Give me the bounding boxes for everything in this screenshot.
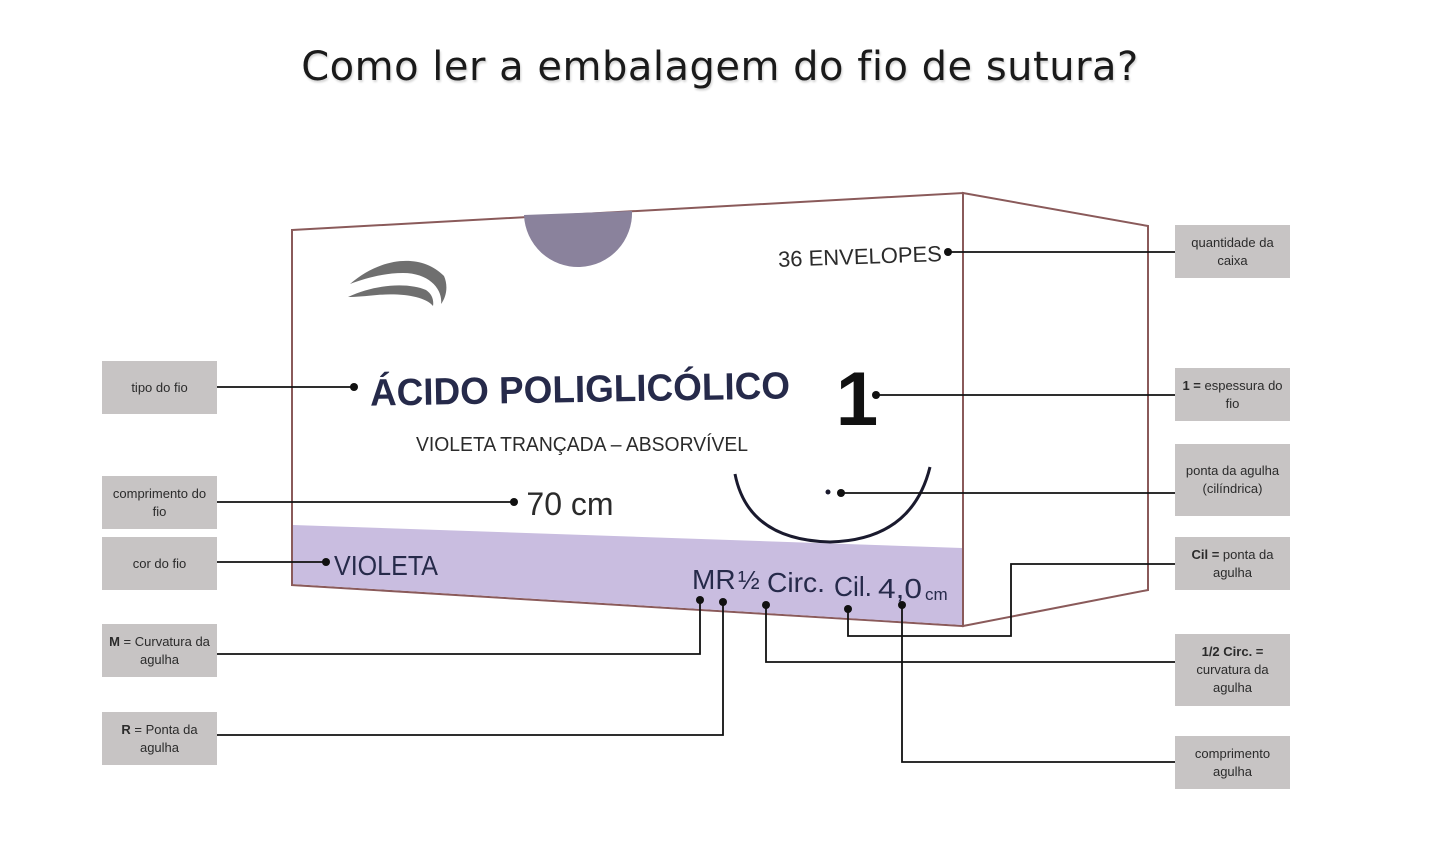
dot-espessura	[872, 391, 880, 399]
dot-m	[696, 596, 704, 604]
needle-length-value: 4,0	[878, 573, 922, 604]
color-band	[293, 525, 962, 625]
needle-circ-fraction: ½	[738, 565, 760, 595]
label-rest: espessura do fio	[1200, 377, 1283, 411]
label-r-ponta: R = Ponta da agulha	[102, 712, 217, 765]
label-text: tipo do fio	[131, 379, 188, 395]
leader-r	[217, 602, 724, 736]
label-text: 1/2 Circ. = curvatura da agulha	[1181, 643, 1284, 697]
label-text: comprimento do fio	[112, 485, 207, 519]
label-rest: ponta da agulha	[1212, 546, 1274, 580]
leader-comp-agulha	[901, 605, 1175, 763]
label-text: 1 = espessura do fio	[1181, 377, 1284, 413]
dot-cil	[844, 605, 852, 613]
gauge-number: 1	[836, 357, 878, 442]
label-text: R = Ponta da agulha	[108, 721, 211, 757]
envelopes-count: 36 ENVELOPES	[778, 241, 943, 272]
label-tipo-do-fio: tipo do fio	[102, 361, 217, 414]
product-name: ÁCIDO POLIGLICÓLICO	[370, 363, 791, 414]
box-notch	[524, 211, 633, 268]
needle-length-unit: cm	[925, 585, 948, 604]
leader-circ	[765, 605, 1175, 663]
product-subtitle: VIOLETA TRANÇADA – ABSORVÍVEL	[416, 433, 748, 456]
label-ponta-agulha: ponta da agulha (cilíndrica)	[1175, 444, 1290, 516]
label-bold: Cil =	[1191, 546, 1220, 562]
label-text: quantidade da caixa	[1191, 234, 1274, 268]
label-quantidade-caixa: quantidade da caixa	[1175, 225, 1290, 278]
label-cil: Cil = ponta da agulha	[1175, 537, 1290, 590]
label-rest: curvatura da agulha	[1196, 662, 1269, 695]
dot-circ	[762, 601, 770, 609]
label-text: M = Curvatura da agulha	[108, 633, 211, 669]
thread-length: 70 cm	[526, 486, 613, 522]
label-espessura: 1 = espessura do fio	[1175, 368, 1290, 421]
label-comprimento-agulha: comprimento agulha	[1175, 736, 1290, 789]
dot-comprimento-fio	[510, 498, 518, 506]
label-rest: = Ponta da agulha	[130, 721, 198, 755]
needle-point-dot	[825, 489, 831, 495]
box-front-face	[291, 191, 964, 628]
page-title: Como ler a embalagem do fio de sutura?	[301, 44, 1139, 90]
dot-cor	[322, 558, 330, 566]
box-side-face	[962, 191, 1149, 628]
label-meia-circ: 1/2 Circ. = curvatura da agulha	[1175, 634, 1290, 706]
dot-r	[719, 598, 727, 606]
needle-tip-code: Cil.	[834, 571, 872, 602]
label-bold: 1/2 Circ. =	[1201, 644, 1264, 659]
needle-circ-word: Circ.	[767, 567, 825, 598]
needle-code: MR	[692, 564, 736, 595]
label-cor-do-fio: cor do fio	[102, 537, 217, 590]
label-m-curvatura: M = Curvatura da agulha	[102, 624, 217, 677]
color-name: VIOLETA	[334, 550, 438, 581]
leader-m	[217, 600, 701, 655]
label-text: cor do fio	[132, 555, 187, 571]
label-text: ponta da agulha (cilíndrica)	[1185, 463, 1280, 496]
label-bold: M	[109, 633, 120, 649]
wave-logo-icon	[348, 260, 447, 306]
label-text: Cil = ponta da agulha	[1181, 546, 1284, 582]
label-bold: R	[121, 721, 131, 737]
dot-quantidade	[944, 248, 952, 256]
dot-comp-agulha	[898, 601, 906, 609]
label-text: comprimento agulha	[1194, 745, 1271, 779]
label-rest: = Curvatura da agulha	[119, 633, 210, 667]
leader-cil	[847, 563, 1175, 637]
dot-ponta	[837, 489, 845, 497]
label-bold: 1 =	[1182, 377, 1201, 393]
dot-tipo	[350, 383, 358, 391]
label-comprimento-do-fio: comprimento do fio	[102, 476, 217, 529]
needle-curve-icon	[733, 466, 932, 544]
